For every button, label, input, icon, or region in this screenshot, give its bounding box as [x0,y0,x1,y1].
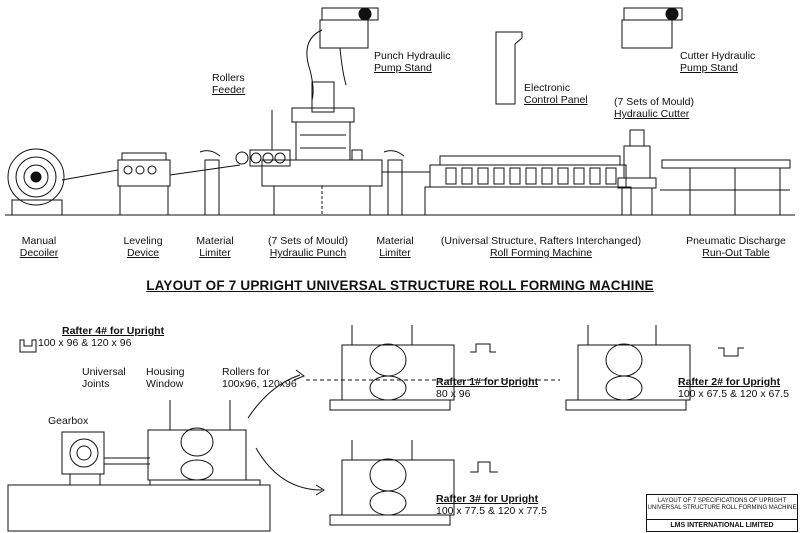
roll-stand [573,167,585,185]
roll-stand [477,167,489,185]
drive-section-drawing [7,400,271,532]
label-roll-forming: (Universal Structure, Rafters Interchang… [440,235,642,259]
roll-stand [445,167,457,185]
roll-former-drawing [424,155,632,216]
rafter-1-profile-icon [470,343,496,353]
label-hydraulic-punch: (7 Sets of Mould)Hydraulic Punch [268,235,348,259]
limiter-1-drawing [169,150,241,216]
rafter-4-profile-icon [19,339,37,353]
arrow-to-stand-1 [247,374,301,419]
feeder-drawing [235,110,291,167]
rafter-3-profile-icon [470,461,498,473]
punch-drawing [261,81,383,216]
label-hydraulic-cutter: (7 Sets of Mould)Hydraulic Cutter [614,96,694,120]
label-gearbox: Gearbox [48,415,89,427]
arrow-head-3 [315,484,325,496]
control-panel-drawing [495,31,523,105]
stand-3-drawing [329,440,455,526]
roll-stand [525,167,537,185]
roll-stand [541,167,553,185]
title-block-line-2: UNIVERSAL STRUCTURE ROLL FORMING MACHINE [647,505,797,511]
stand-2-drawing [565,325,691,411]
cutter-drawing [617,129,657,216]
roll-stand [461,167,473,185]
roll-stand [557,167,569,185]
roll-stand [509,167,521,185]
stand-1-drawing [329,325,455,411]
page-title: LAYOUT OF 7 UPRIGHT UNIVERSAL STRUCTURE … [146,278,654,293]
roll-stand [605,167,617,185]
leveler-drawing [117,152,171,216]
arrow-head-1 [293,369,306,381]
title-block-line-1: LAYOUT OF 7 SPECIFICATIONS OF UPRIGHT [657,498,787,504]
punch-pump-drawing [306,7,379,101]
cutter-pump-drawing [621,7,683,49]
roll-stand [589,167,601,185]
arrow-to-stand-3 [255,447,323,491]
runout-table-drawing [660,159,791,215]
roll-stand [493,167,505,185]
rafter-2-profile-icon [718,347,744,357]
limiter-2-drawing [382,150,430,216]
company-name: LMS INTERNATIONAL LIMITED [647,519,797,529]
decoiler-drawing [7,148,119,216]
